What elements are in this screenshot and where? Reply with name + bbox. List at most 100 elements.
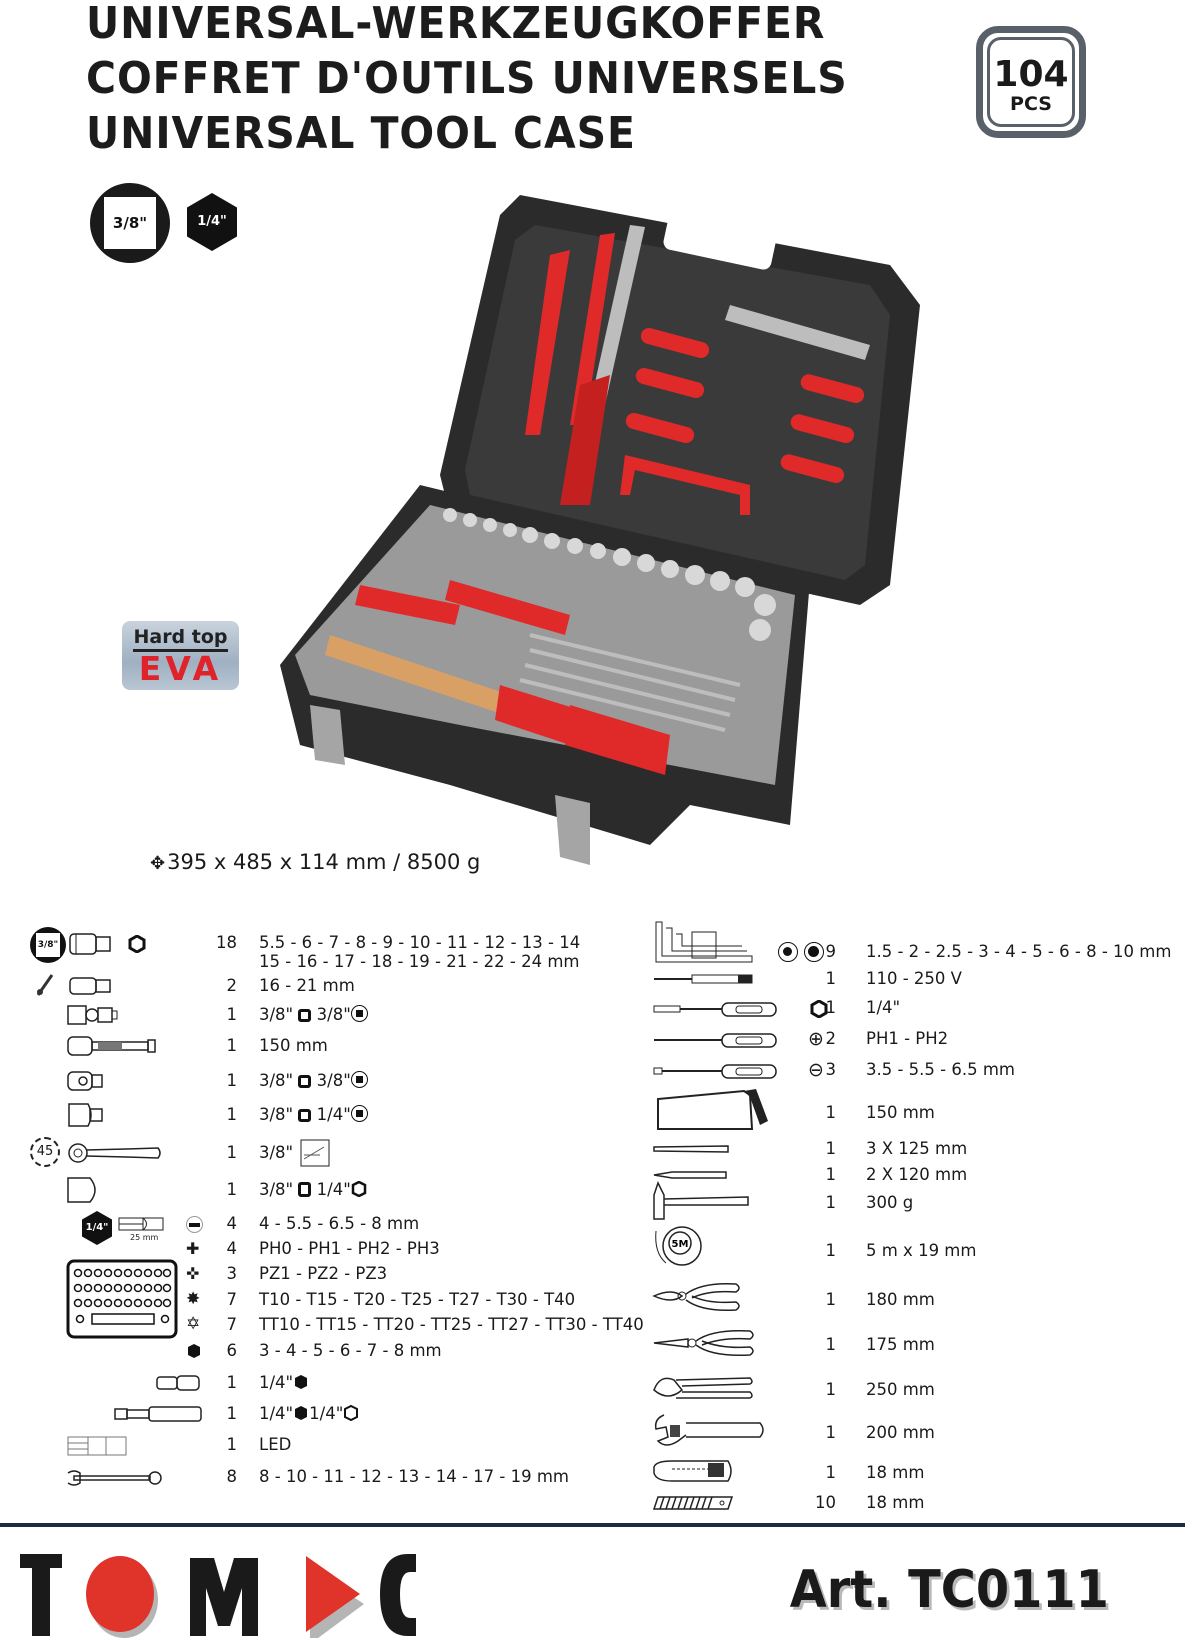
list-item: ✜ 3 PZ1 - PZ2 - PZ3: [186, 1264, 388, 1283]
list-item: 1 LED: [0, 1435, 620, 1457]
footer-divider: [0, 1523, 1185, 1527]
phillips-screwdriver-icon: [654, 1033, 777, 1048]
list-item: 8 8 - 10 - 11 - 12 - 13 - 14 - 17 - 19 m…: [0, 1467, 620, 1489]
ratchet-icon: [68, 1143, 161, 1163]
adapter-icon: [67, 1071, 103, 1091]
list-item: 1 3/8" 1/4": [0, 1103, 620, 1129]
hammer-icon: [653, 1181, 749, 1220]
article-number: Art. TC0111: [789, 1560, 1109, 1620]
square-drive-symbol-icon: [298, 1075, 312, 1088]
list-item: 1 150 mm: [640, 1089, 1185, 1130]
hacksaw-icon: [657, 1089, 768, 1130]
list-item: 1 110 - 250 V: [640, 969, 1185, 991]
utility-knife-icon: [653, 1460, 732, 1482]
tomac-logo: [20, 1552, 440, 1642]
list-item: 3/8" 18 5.5 - 6 - 7 - 8 - 9 - 10 - 11 - …: [0, 927, 620, 975]
phillips-symbol-icon: ⊕: [808, 1028, 824, 1050]
list-item: ✚ 4 PH0 - PH1 - PH2 - PH3: [186, 1239, 440, 1258]
extension-bar-icon: [67, 1036, 156, 1056]
list-item: 1 3/8" 3/8": [0, 1069, 620, 1095]
list-item: 1 3 X 125 mm: [640, 1139, 1185, 1161]
list-item: 1 300 g: [640, 1181, 1185, 1220]
list-item: 1 175 mm: [640, 1329, 1185, 1357]
list-item: 1 1/4": [640, 998, 1185, 1020]
combination-pliers-icon: [652, 1282, 740, 1312]
svg-text:5M: 5M: [672, 1239, 689, 1250]
square-drive-symbol-icon: [298, 1109, 312, 1122]
hex-socket-symbol-icon: [351, 1181, 367, 1197]
slotted-tip-icon: [186, 1216, 203, 1233]
list-item: ✡ 7 TT10 - TT15 - TT20 - TT25 - TT27 - T…: [186, 1314, 644, 1334]
hex-outline-icon: [128, 935, 146, 953]
list-item: 10 18 mm: [640, 1493, 1185, 1515]
long-nose-pliers-icon: [653, 1329, 754, 1357]
torx-tip-icon: ✸: [186, 1289, 201, 1309]
combination-wrench-icon: [67, 1470, 162, 1486]
teeth-count-badge: 45: [30, 1137, 60, 1167]
list-item: 1 18 mm: [640, 1460, 1185, 1485]
knife-blades-icon: [652, 1496, 734, 1510]
adjustable-wrench-icon: [654, 1414, 764, 1446]
tool-case-image: [280, 195, 920, 865]
square-socket-symbol-icon: [350, 1105, 368, 1122]
hex-tip-icon: [188, 1344, 200, 1358]
hex-solid-symbol-icon: [295, 1406, 308, 1420]
tamper-torx-tip-icon: ✡: [186, 1314, 201, 1334]
list-item: 1 3/8" 3/8": [0, 1003, 620, 1029]
list-item: 1 3/8" 1/4": [0, 1177, 620, 1206]
square-socket-symbol-icon: [350, 1005, 368, 1022]
hex-solid-symbol-icon: [295, 1375, 308, 1389]
list-item: 1 1/4"1/4": [0, 1404, 620, 1426]
dimensions-weight: ✥395 x 485 x 114 mm / 8500 g: [150, 850, 481, 874]
bit-holder-icon: [114, 1406, 202, 1422]
list-item: 45 1 3/8": [0, 1137, 620, 1171]
list-item: 1 1/4": [0, 1373, 620, 1395]
bit-socket-adapter-icon: [156, 1375, 200, 1391]
pozidriv-tip-icon: ✜: [186, 1264, 200, 1283]
list-item: 1 150 mm: [0, 1034, 620, 1060]
list-item: ✸ 7 T10 - T15 - T20 - T25 - T27 - T30 - …: [186, 1289, 576, 1309]
tape-measure-icon: 5M: [655, 1226, 702, 1266]
hex-key-symbol-2-icon: [804, 942, 824, 965]
bit-length-label: 25 mm: [130, 1233, 159, 1242]
spark-plug-socket-icon: [69, 977, 111, 995]
square-drive-badge: 3/8": [90, 183, 170, 263]
title-english: UNIVERSAL TOOL CASE: [86, 108, 636, 159]
nut-driver-icon: [653, 1002, 777, 1017]
punch-icon: [653, 1171, 727, 1179]
hex-key-symbol-1-icon: [778, 942, 798, 965]
square-drive-3/8-icon: 3/8": [30, 927, 66, 963]
spark-plug-icon: [36, 974, 54, 996]
list-item: 9 1.5 - 2 - 2.5 - 3 - 4 - 5 - 6 - 8 - 10…: [640, 921, 1185, 965]
list-item: 5M 1 5 m x 19 mm: [640, 1226, 1185, 1266]
list-item: 1 2 X 120 mm: [640, 1165, 1185, 1187]
hex-key-set-icon: [655, 921, 753, 963]
phillips-tip-icon: ✚: [186, 1239, 200, 1258]
list-item: ⊖ 3 3.5 - 5.5 - 6.5 mm: [640, 1060, 1185, 1082]
square-drive-symbol-icon: [298, 1009, 312, 1022]
universal-joint-icon: [67, 1005, 118, 1025]
bit-adapter-icon: [67, 1177, 96, 1203]
bit-icon: [118, 1217, 164, 1231]
list-item: ⊕ 2 PH1 - PH2: [640, 1029, 1185, 1051]
piece-count-badge: 104 PCS: [976, 26, 1086, 138]
hex-drive-badge: 1/4": [187, 193, 237, 251]
piece-count: 104: [993, 54, 1069, 95]
list-item: 4 4 - 5.5 - 6.5 - 8 mm: [0, 1214, 660, 1236]
ratchet-diagram-icon: [300, 1139, 330, 1167]
list-item: 2 16 - 21 mm: [0, 974, 620, 1001]
square-drive-symbol-icon: [298, 1182, 312, 1197]
bit-case-icon: [66, 1259, 178, 1339]
square-socket-symbol-icon: [350, 1071, 368, 1088]
reducer-icon: [68, 1103, 103, 1127]
title-french: COFFRET D'OUTILS UNIVERSELS: [86, 53, 848, 104]
slotted-symbol-icon: ⊖: [808, 1059, 824, 1081]
water-pump-pliers-icon: [653, 1377, 753, 1399]
title-german: UNIVERSAL-WERKZEUGKOFFER: [86, 0, 826, 49]
led-light-icon: [67, 1436, 127, 1456]
voltage-tester-icon: [654, 974, 753, 984]
hex-socket-symbol-icon: [810, 1000, 828, 1018]
chisel-icon: [653, 1145, 729, 1153]
hex-outline-symbol-icon: [344, 1405, 359, 1421]
hard-top-eva-badge: Hard top EVA: [122, 621, 239, 690]
